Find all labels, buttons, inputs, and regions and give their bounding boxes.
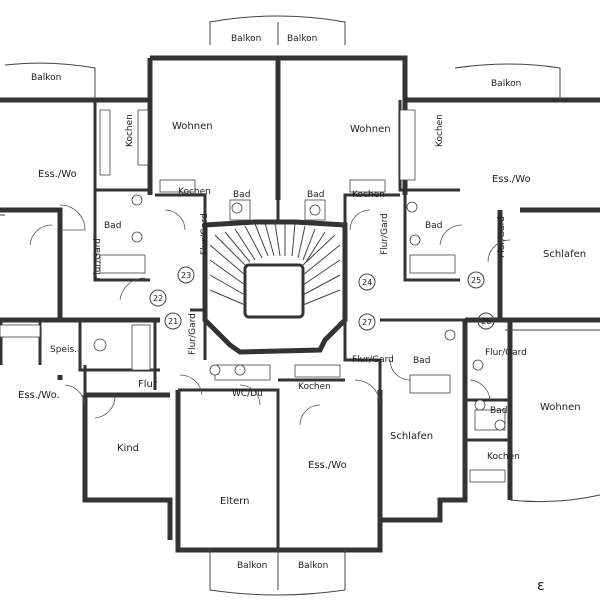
room-label: Flur/Gard (485, 348, 527, 358)
room-label: Balkon (237, 561, 267, 571)
room-label: Wohnen (350, 124, 391, 135)
room-label: Wohnen (540, 402, 581, 413)
fixtures (0, 109, 506, 483)
room-label: Balkon (491, 79, 521, 89)
room-label: Kochen (435, 114, 445, 147)
room-label: Kochen (352, 190, 385, 200)
room-label: Balkon (231, 34, 261, 44)
room-label: Ess./Wo (308, 460, 347, 471)
unit-number: 21 (168, 317, 178, 326)
corner-mark: ε (537, 578, 545, 594)
unit-number: 22 (153, 294, 163, 303)
room-label: Kind (117, 443, 139, 454)
door-swings (29, 204, 511, 426)
room-label: Bad (233, 190, 250, 200)
room-label: Kochen (298, 382, 331, 392)
room-label: Wohnen (172, 121, 213, 132)
room-label: Bad (413, 356, 430, 366)
room-label: Flur/Gard (200, 213, 210, 255)
unit-number: 26 (481, 317, 491, 326)
room-label: Kochen (125, 114, 135, 147)
room-label: Balkon (298, 561, 328, 571)
room-label: Bad (104, 221, 121, 231)
room-label: Bad (307, 190, 324, 200)
room-label: Ess./Wo (38, 169, 77, 180)
unit-number: 24 (362, 278, 372, 287)
room-label: Bad (490, 406, 507, 416)
outer-walls (0, 55, 600, 553)
room-label: Eltern (220, 496, 249, 507)
room-label: Flur (138, 379, 158, 390)
balconies (0, 15, 600, 596)
room-label: Flur/Gard (497, 216, 507, 258)
unit-number: 25 (471, 276, 481, 285)
room-label: Kochen (178, 187, 211, 197)
room-label: Flur/Gard (188, 313, 198, 355)
unit-numbers: 22 23 24 25 21 27 26 (149, 266, 495, 331)
room-label: Bad (425, 221, 442, 231)
room-label: Ess./Wo (492, 174, 531, 185)
room-label: Kochen (487, 452, 520, 462)
room-labels: Balkon Balkon Balkon Balkon Wohnen Wohne… (18, 34, 586, 571)
inner-walls (38, 100, 510, 550)
unit-number: 23 (181, 271, 191, 280)
room-label: Flur/Gard (380, 213, 390, 255)
room-label: WC/Du (232, 389, 263, 399)
room-label: Flur/Gard (352, 355, 394, 365)
room-label: Balkon (287, 34, 317, 44)
room-label: Schlafen (543, 249, 586, 260)
room-label: Speis. (50, 345, 77, 355)
unit-number: 27 (362, 318, 372, 327)
room-label: Balkon (31, 73, 61, 83)
stair-well (209, 222, 341, 319)
room-label: Schlafen (390, 431, 433, 442)
room-label: Ess./Wo. (18, 390, 60, 401)
room-label: Flur/Gard (93, 238, 103, 280)
